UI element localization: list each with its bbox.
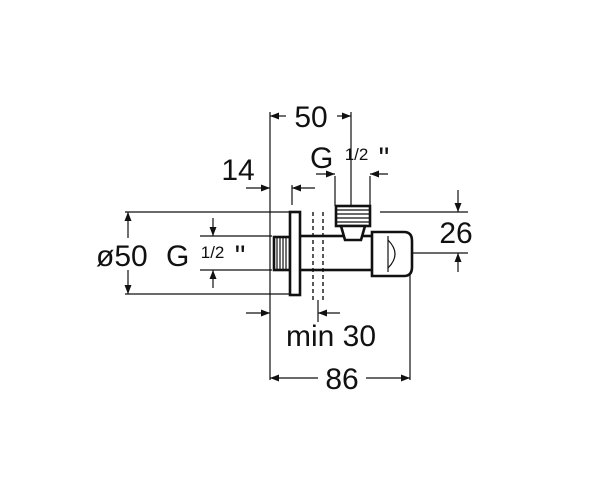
valve-drawing <box>272 204 414 300</box>
label-wall-offset: 14 <box>221 154 254 187</box>
label-inlet: ø50 G 1/2 " <box>96 232 245 273</box>
inlet-thread-inch: " <box>235 240 246 273</box>
label-pipe-thread: G 1/2 " <box>310 134 389 175</box>
inlet-thread-fraction: 1/2 <box>201 243 225 262</box>
dimension-inlet-thread-line <box>209 218 217 288</box>
dimension-26-line <box>454 190 462 272</box>
dimension-50-line <box>270 112 351 120</box>
dimension-min30-line <box>246 309 340 317</box>
label-overall-length: 86 <box>325 363 358 396</box>
dimension-14-line <box>246 184 315 192</box>
outlet-neck <box>339 224 367 242</box>
dimension-86-line <box>270 374 410 382</box>
pipe-body <box>297 234 376 272</box>
inlet-thread-letter: G <box>166 240 189 273</box>
label-outlet-height: 26 <box>439 217 472 250</box>
pipe-thread-letter: G <box>310 142 333 175</box>
wall-flange <box>288 210 302 297</box>
label-flange-diameter: ø50 <box>96 240 148 273</box>
label-min-depth: min 30 <box>286 320 376 353</box>
label-top-width: 50 <box>294 101 327 134</box>
outlet-nut <box>334 204 372 228</box>
dimension-diameter-line <box>124 212 132 294</box>
labels: 50 G 1/2 " 14 26 ø50 G 1/2 " min 30 86 <box>96 101 473 396</box>
dimension-thread-top-line <box>316 170 388 178</box>
valve-head <box>370 230 414 278</box>
pipe-thread-inch: " <box>379 142 390 175</box>
pipe-thread-fraction: 1/2 <box>345 145 369 164</box>
